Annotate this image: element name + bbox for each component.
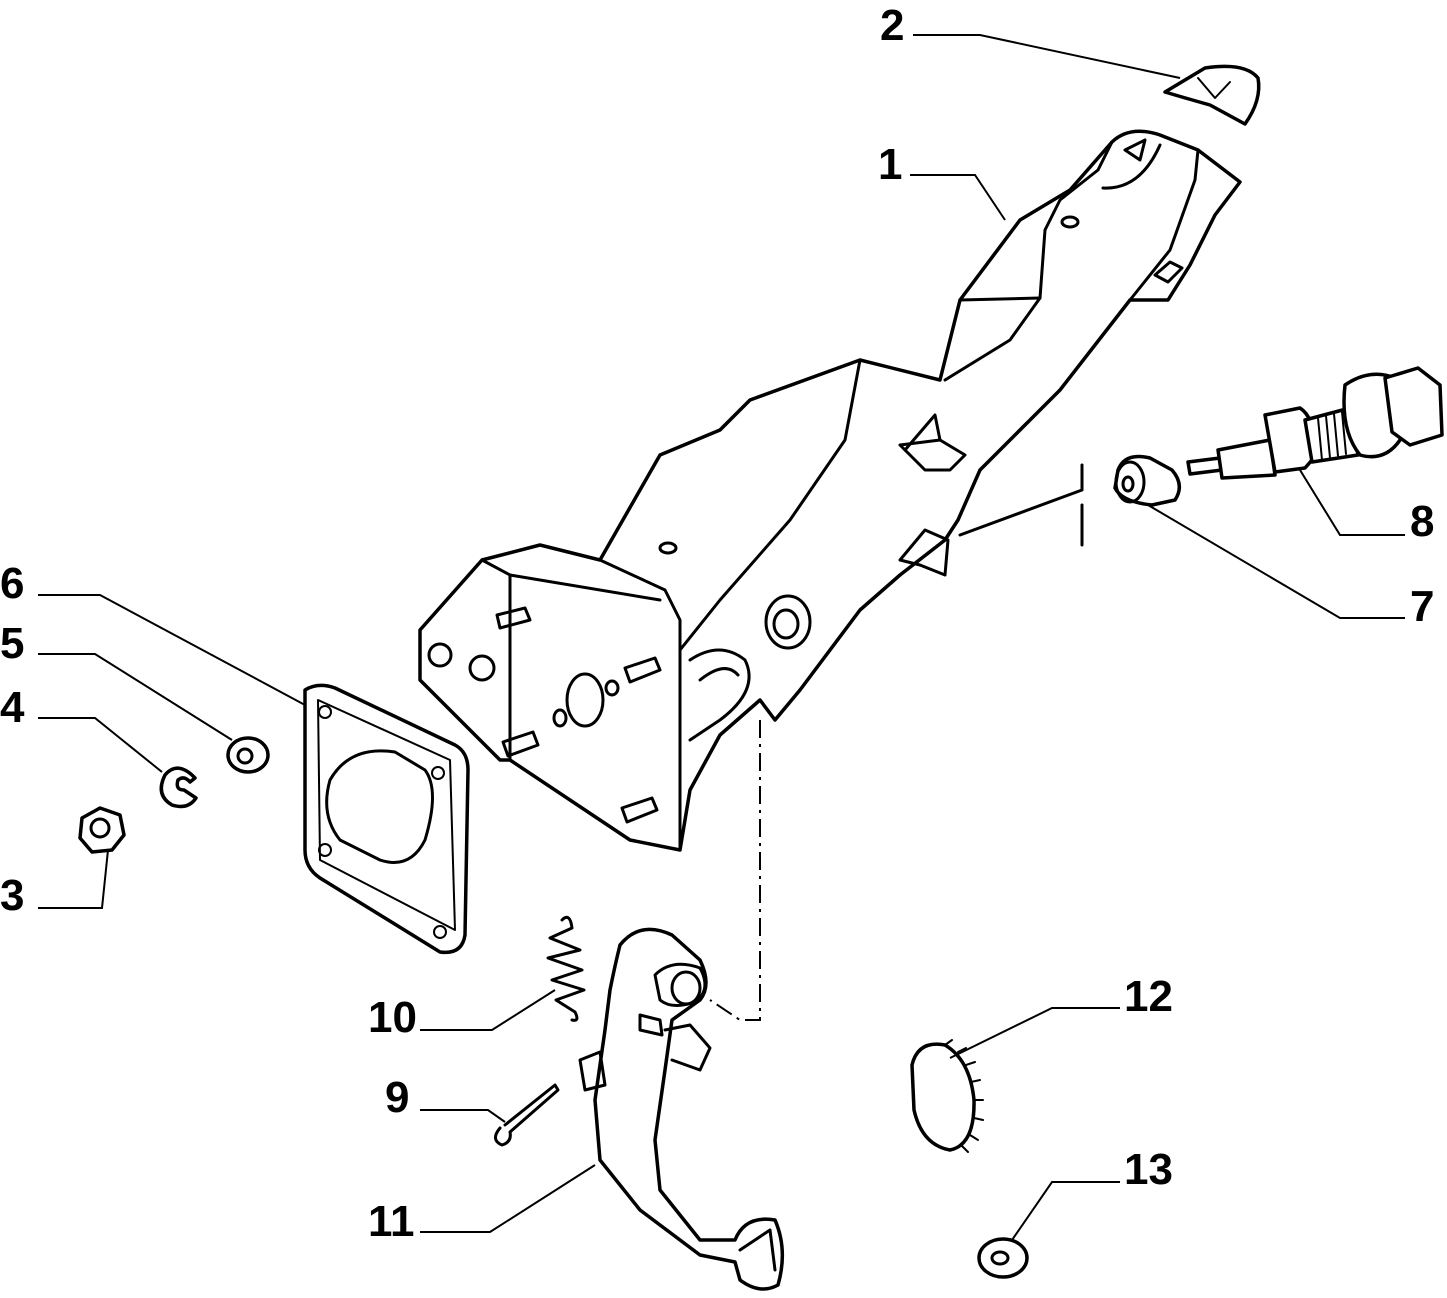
callout-3: 3: [0, 871, 25, 920]
part-3-nut: [78, 806, 126, 854]
part-2-end-cap: [1163, 64, 1261, 126]
callout-13: 13: [1124, 1145, 1173, 1194]
callout-5: 5: [0, 619, 25, 668]
callout-4: 4: [0, 683, 25, 732]
callout-9: 9: [385, 1073, 410, 1122]
callout-8: 8: [1410, 497, 1435, 546]
callout-12: 12: [1124, 972, 1173, 1021]
callout-7: 7: [1410, 582, 1435, 631]
part-5-washer: [226, 736, 270, 774]
assembly-axis-lines: [709, 463, 1084, 1021]
callout-1: 1: [878, 140, 903, 189]
part-13-washer: [977, 1237, 1029, 1279]
part-11-pedal: [578, 927, 785, 1291]
leader-lines: [38, 34, 1405, 1241]
part-7-bushing: [1113, 454, 1182, 507]
part-9-cotter-pin: [494, 1083, 560, 1147]
part-6-gasket: [303, 683, 470, 955]
part-8-switch: [1186, 366, 1444, 480]
callout-2: 2: [880, 1, 905, 50]
part-4-clip: [159, 766, 198, 809]
callout-11: 11: [368, 1197, 415, 1246]
part-12-pedal-pad: [910, 1039, 984, 1153]
part-1-pedal-bracket: [418, 129, 1242, 852]
part-10-spring: [546, 915, 586, 1022]
callout-10: 10: [368, 993, 417, 1042]
callout-6: 6: [0, 559, 25, 608]
